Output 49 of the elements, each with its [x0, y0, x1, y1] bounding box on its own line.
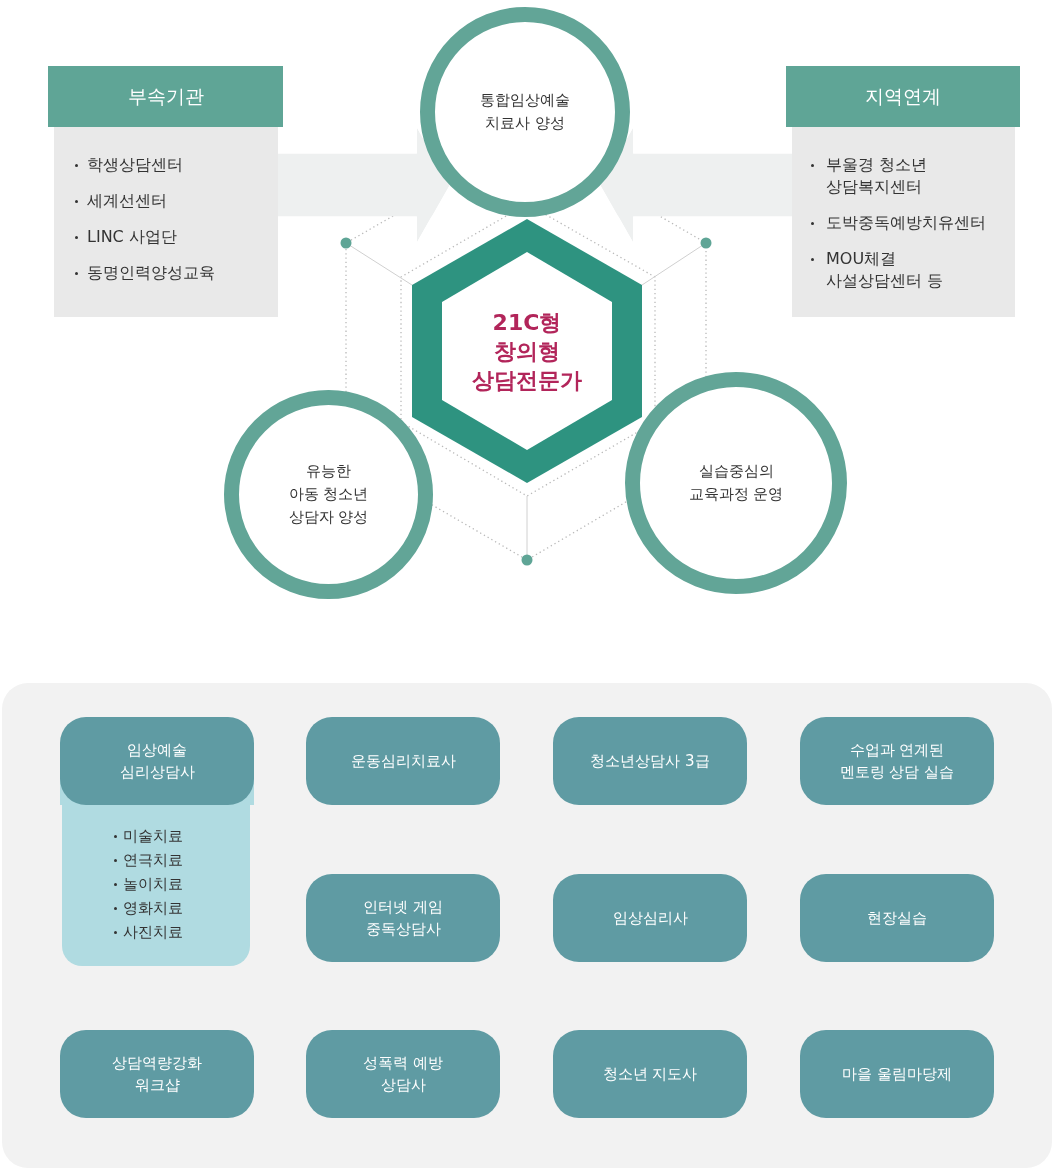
- box-label: 임상심리사: [612, 908, 688, 929]
- program-box: [800, 874, 994, 962]
- goal-label: 통합임상예술 치료사 양성: [480, 90, 570, 134]
- block-arrow: [278, 127, 450, 243]
- list-item: 학생상담센터: [87, 154, 183, 176]
- list-panel: [62, 805, 250, 966]
- list-item: 놀이치료: [123, 874, 183, 895]
- program-box: [553, 1030, 747, 1118]
- box-label: 청소년 지도사: [602, 1064, 698, 1085]
- box-label: 마을 울림마당제: [842, 1064, 952, 1085]
- list-item: 영화치료: [123, 898, 183, 919]
- box-label: 상담역량강화 워크샵: [112, 1053, 202, 1096]
- box-label: 현장실습: [867, 908, 927, 929]
- program-panel: [2, 683, 1052, 1168]
- program-box: [553, 717, 747, 805]
- category-header: [48, 66, 283, 127]
- list-item: 연극치료: [123, 850, 183, 871]
- block-arrow: [600, 127, 792, 243]
- goal-label: 유능한 아동 청소년 상담자 양성: [288, 461, 369, 528]
- list-item: 부울경 청소년 상담복지센터: [826, 154, 928, 198]
- program-box: [306, 874, 500, 962]
- list-item: MOU체결 사설상담센터 등: [826, 248, 944, 292]
- program-box: [60, 717, 254, 805]
- box-label: 인터넷 게임 중독상담사: [363, 897, 443, 940]
- header-label: 지역연계: [865, 83, 941, 109]
- list-item: 미술치료: [123, 826, 183, 847]
- program-box: [800, 1030, 994, 1118]
- header-label: 부속기관: [127, 83, 204, 109]
- box-label: 운동심리치료사: [350, 751, 456, 772]
- box-label: 수업과 연계된 멘토링 상담 실습: [839, 740, 955, 783]
- hexagon-label: 21C형 창의형 상담전문가: [472, 308, 582, 395]
- list-item: LINC 사업단: [87, 226, 177, 248]
- program-box: [306, 1030, 500, 1118]
- list-item: 사진치료: [123, 922, 183, 943]
- list-panel: [54, 127, 278, 317]
- list-panel: [792, 127, 1015, 317]
- category-header: [786, 66, 1020, 127]
- list-item: 세계선센터: [87, 190, 167, 212]
- program-box: [800, 717, 994, 805]
- box-label: 성폭력 예방 상담사: [363, 1053, 443, 1096]
- program-box: [60, 1030, 254, 1118]
- program-box: [306, 717, 500, 805]
- goal-label: 실습중심의 교육과정 운영: [688, 461, 784, 505]
- box-label: 임상예술 심리상담사: [119, 740, 195, 783]
- list-item: 동명인력양성교육: [87, 262, 215, 284]
- program-box: [553, 874, 747, 962]
- center-hexagon: [412, 219, 642, 483]
- list-item: 도박중독예방치유센터: [826, 212, 986, 234]
- box-label: 청소년상담사 3급: [590, 751, 710, 772]
